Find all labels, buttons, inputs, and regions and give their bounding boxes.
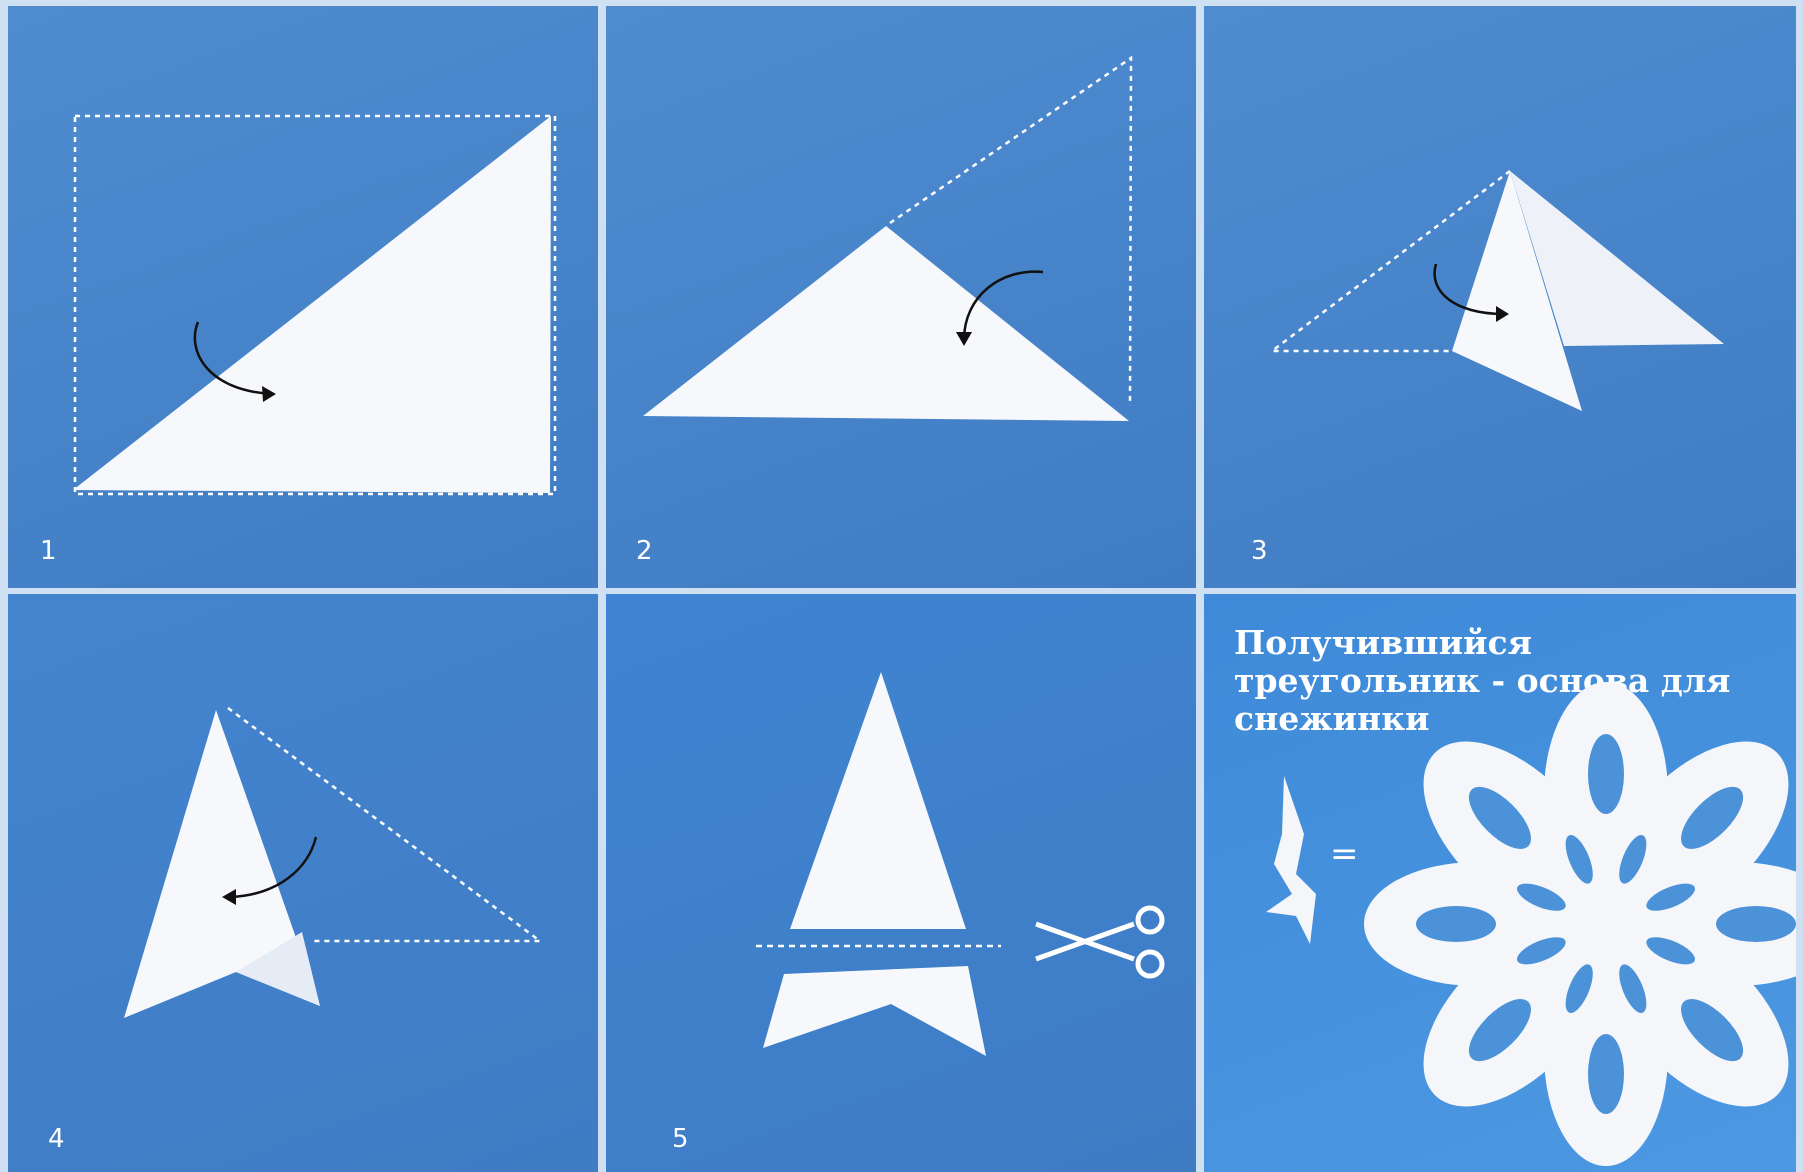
paper-bottom-piece <box>763 966 986 1056</box>
equals-sign: = <box>1330 834 1359 874</box>
step-4-illustration <box>8 594 598 1172</box>
snowflake-icon <box>1364 682 1796 1166</box>
step-2-panel: 2 <box>606 6 1196 588</box>
scissors-icon <box>1036 908 1162 976</box>
paper-top-piece <box>790 672 966 929</box>
step-5-illustration <box>606 594 1196 1172</box>
step-2-illustration <box>606 6 1196 588</box>
step-number: 4 <box>48 1124 65 1154</box>
step-number: 1 <box>40 536 57 566</box>
step-number: 3 <box>1251 536 1268 566</box>
cut-triangle-shape <box>1266 776 1316 944</box>
folded-paper-triangle <box>73 116 551 493</box>
step-3-panel: 3 <box>1204 6 1796 588</box>
step-5-panel: 5 <box>606 594 1196 1172</box>
step-1-panel: 1 <box>8 6 598 588</box>
result-panel: Получившийся треугольник - основа для сн… <box>1204 594 1796 1172</box>
folded-paper-triangle <box>643 226 1129 421</box>
step-1-illustration <box>8 6 598 588</box>
step-4-panel: 4 <box>8 594 598 1172</box>
step-3-illustration <box>1204 6 1796 588</box>
step-number: 2 <box>636 536 653 566</box>
step-number: 5 <box>672 1124 689 1154</box>
result-illustration <box>1204 594 1796 1172</box>
